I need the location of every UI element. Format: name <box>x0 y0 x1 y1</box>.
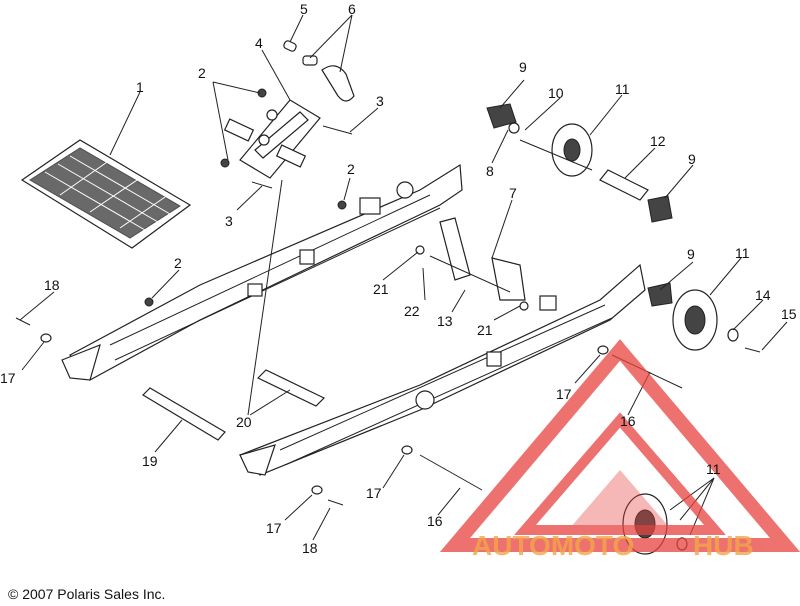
copyright-notice: © 2007 Polaris Sales Inc. <box>8 586 166 602</box>
part-3-bolts <box>251 125 353 189</box>
leader-lines <box>19 14 788 541</box>
part-7-arm <box>439 217 526 301</box>
part-13-shaft <box>429 255 511 293</box>
callout-7: 7 <box>509 185 517 201</box>
watermark-text-left: AUTOMOTO <box>472 530 634 561</box>
part-11-wheel-top <box>519 123 593 177</box>
callout-9: 9 <box>687 246 695 262</box>
part-20-shaft <box>256 369 326 407</box>
watermark-logo <box>439 339 800 552</box>
part-11-wheel-right <box>672 289 718 351</box>
callout-17: 17 <box>0 370 16 386</box>
part-4-bracket <box>223 99 321 179</box>
callout-2: 2 <box>174 255 182 271</box>
callout-21: 21 <box>477 322 493 338</box>
right-rail <box>238 263 646 476</box>
part-9-spacer-mid <box>647 195 673 223</box>
callout-16: 16 <box>427 513 443 529</box>
callout-1: 1 <box>136 79 144 95</box>
watermark-text-right: HUB <box>693 530 754 561</box>
callout-8: 8 <box>486 163 494 179</box>
part-17-washers <box>40 333 609 495</box>
callout-12: 12 <box>650 133 666 149</box>
part-15-bolt <box>744 347 761 353</box>
callout-3: 3 <box>376 93 384 109</box>
callout-11: 11 <box>615 81 630 97</box>
callout-4: 4 <box>255 35 263 51</box>
callout-18: 18 <box>44 277 60 293</box>
part-14-washer <box>727 328 739 342</box>
part-1-mat <box>20 139 192 249</box>
callout-19: 19 <box>142 453 158 469</box>
part-6-bushings <box>302 55 355 102</box>
callout-9: 9 <box>519 59 527 75</box>
callout-2: 2 <box>347 161 355 177</box>
callout-18: 18 <box>302 540 318 556</box>
callout-11: 11 <box>735 245 750 261</box>
callout-17: 17 <box>556 386 572 402</box>
callout-17: 17 <box>366 485 382 501</box>
callout-3: 3 <box>225 213 233 229</box>
callout-22: 22 <box>404 303 420 319</box>
callout-6: 6 <box>348 1 356 17</box>
callout-5: 5 <box>300 1 308 17</box>
part-8-washer <box>508 122 520 134</box>
left-rail <box>61 163 463 381</box>
part-5-pin <box>283 40 297 52</box>
callout-11: 11 <box>706 461 721 477</box>
callout-21: 21 <box>373 281 389 297</box>
callout-13: 13 <box>437 313 453 329</box>
part-18-bolts <box>15 317 344 506</box>
part-12-axle <box>599 169 649 201</box>
callout-9: 9 <box>688 151 696 167</box>
part-19-shaft <box>142 387 226 441</box>
part-9-spacer-lower <box>647 282 673 307</box>
callout-15: 15 <box>781 306 797 322</box>
callout-labels: 1 2 2 2 3 3 4 5 6 7 8 9 9 9 10 11 11 11 … <box>0 1 797 556</box>
callout-10: 10 <box>548 85 564 101</box>
callout-17: 17 <box>266 520 282 536</box>
callout-14: 14 <box>755 287 771 303</box>
callout-2: 2 <box>198 65 206 81</box>
callout-20: 20 <box>236 414 252 430</box>
callout-16: 16 <box>620 413 636 429</box>
